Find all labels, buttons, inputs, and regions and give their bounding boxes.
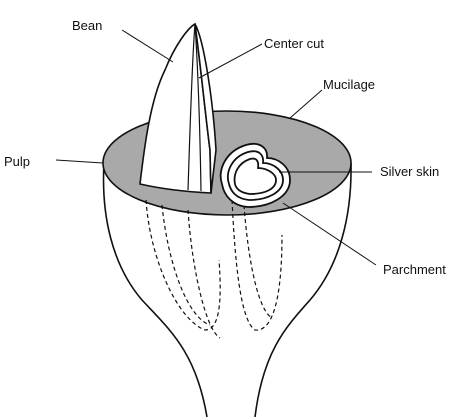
- label-bean: Bean: [72, 18, 102, 33]
- label-center-cut: Center cut: [264, 36, 324, 51]
- label-pulp: Pulp: [4, 154, 30, 169]
- bean-leader: [122, 30, 173, 62]
- label-silver-skin: Silver skin: [380, 164, 439, 179]
- mucilage-leader: [290, 90, 322, 118]
- pulp-leader: [56, 160, 103, 163]
- label-parchment: Parchment: [383, 262, 446, 277]
- hidden-seed-outlines: [146, 200, 282, 338]
- label-mucilage: Mucilage: [323, 77, 375, 92]
- parchment-leader: [283, 203, 376, 265]
- center-cut-leader: [199, 44, 262, 78]
